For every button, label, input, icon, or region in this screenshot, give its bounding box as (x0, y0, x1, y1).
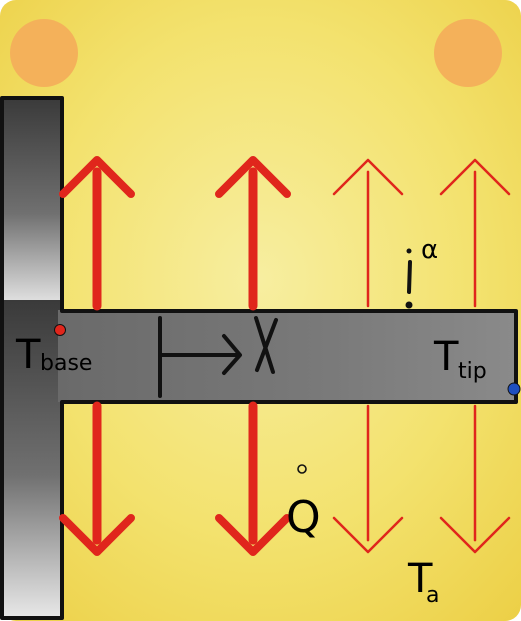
ambient-temperature-subscript: a (426, 583, 439, 608)
base-temperature-subscript: base (40, 351, 92, 376)
svg-text:Q: Q (286, 492, 321, 543)
tip-temperature-point (507, 382, 521, 396)
sun-right-icon (434, 19, 502, 87)
heat-arrow-up-3 (332, 158, 404, 308)
heat-rate-label: Q (286, 464, 321, 543)
alpha-label: α (421, 235, 438, 265)
heat-arrow-down-1 (59, 401, 135, 556)
wall-outline (0, 96, 518, 620)
sun-left-icon (10, 19, 78, 87)
ambient-temperature-label: T (407, 556, 433, 602)
base-temperature-label: T (15, 332, 41, 378)
tip-temperature-label: T (433, 334, 459, 380)
heat-rate-dot (297, 464, 307, 474)
arrow-head-icon (222, 334, 242, 375)
base-temperature-point (54, 324, 66, 336)
tip-temperature-subscript: tip (458, 359, 487, 384)
wall-and-fin (0, 96, 518, 620)
heat-arrow-down-4 (439, 404, 511, 554)
heat-arrow-up-4 (439, 158, 511, 308)
x-glyph (254, 316, 278, 374)
position-x-marker (158, 316, 278, 398)
heat-flow-arrows (59, 156, 511, 556)
heat-arrow-down-3 (332, 404, 404, 554)
wall (2, 98, 62, 308)
heat-arrow-down-2 (215, 401, 291, 556)
fin (58, 310, 516, 402)
heat-arrow-up-2 (215, 156, 291, 311)
wall-lower (2, 300, 62, 618)
heat-arrow-up-1 (59, 156, 135, 311)
convection-marker: α (405, 235, 438, 309)
